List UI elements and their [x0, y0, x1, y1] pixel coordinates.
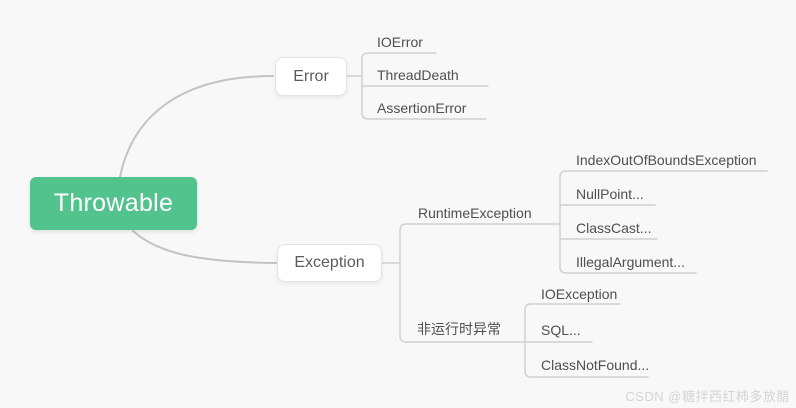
bracket-runtimeexception-children [559, 170, 768, 274]
topic-indexoutofboundsexception[interactable]: IndexOutOfBoundsException [576, 152, 757, 168]
topic-threaddeath[interactable]: ThreadDeath [377, 67, 459, 83]
topic-non-runtime-exception[interactable]: 非运行时异常 [417, 321, 501, 337]
topic-error-label: Error [293, 67, 329, 85]
topic-throwable-label: Throwable [53, 189, 174, 217]
topic-classnotfound[interactable]: ClassNotFound... [541, 357, 650, 373]
topic-ioexception[interactable]: IOException [541, 286, 618, 302]
topic-exception-label: Exception [294, 254, 365, 271]
bracket-nonruntime-children [524, 303, 649, 378]
csdn-watermark: CSDN @糖拌西红柿多放醋 [625, 389, 790, 404]
topic-assertionerror[interactable]: AssertionError [377, 100, 467, 116]
topic-ioerror[interactable]: IOError [377, 34, 423, 50]
topic-exception[interactable]: Exception [277, 244, 382, 282]
topic-nullpointer[interactable]: NullPoint... [576, 186, 644, 202]
connector-root-exception [132, 230, 277, 264]
topic-illegalargument[interactable]: IllegalArgument... [576, 254, 685, 270]
bracket-exception-children [399, 223, 561, 343]
connector-root-error [119, 75, 274, 178]
topic-throwable[interactable]: Throwable [30, 177, 197, 230]
topic-classcast[interactable]: ClassCast... [576, 220, 652, 236]
topic-sql[interactable]: SQL... [541, 322, 581, 338]
topic-error[interactable]: Error [275, 57, 347, 96]
topic-runtimeexception[interactable]: RuntimeException [418, 205, 532, 221]
